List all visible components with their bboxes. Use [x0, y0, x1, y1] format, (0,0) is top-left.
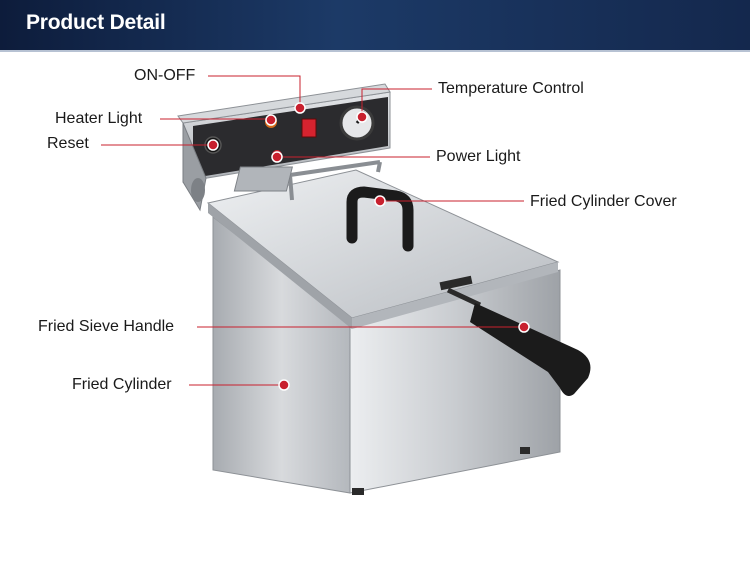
fried-sieve [233, 160, 591, 396]
control-head [177, 83, 391, 212]
header-divider [0, 50, 750, 52]
header-bar: Product Detail [0, 0, 750, 50]
label-fried-sieve-handle: Fried Sieve Handle [38, 318, 175, 335]
reset-marker [207, 139, 219, 151]
fried-sieve-handle-marker [518, 321, 530, 333]
page-title: Product Detail [26, 11, 166, 34]
power-light-marker [271, 151, 283, 163]
label-on-off: ON-OFF [134, 67, 196, 84]
fried-cylinder-cover-marker [374, 195, 386, 207]
fried-cylinder-marker [278, 379, 290, 391]
label-fried-cylinder-cover: Fried Cylinder Cover [530, 193, 677, 210]
heater-light-marker [265, 114, 277, 126]
on-off-switch [301, 118, 317, 138]
temperature-control-leader [361, 88, 432, 116]
label-temperature-control: Temperature Control [438, 80, 584, 97]
label-fried-cylinder: Fried Cylinder [72, 376, 172, 393]
temperature-control-marker [356, 111, 368, 123]
label-reset: Reset [47, 135, 89, 152]
label-power-light: Power Light [436, 148, 521, 165]
label-heater-light: Heater Light [55, 110, 143, 127]
on-off-marker [294, 102, 306, 114]
on-off-leader [208, 75, 301, 106]
